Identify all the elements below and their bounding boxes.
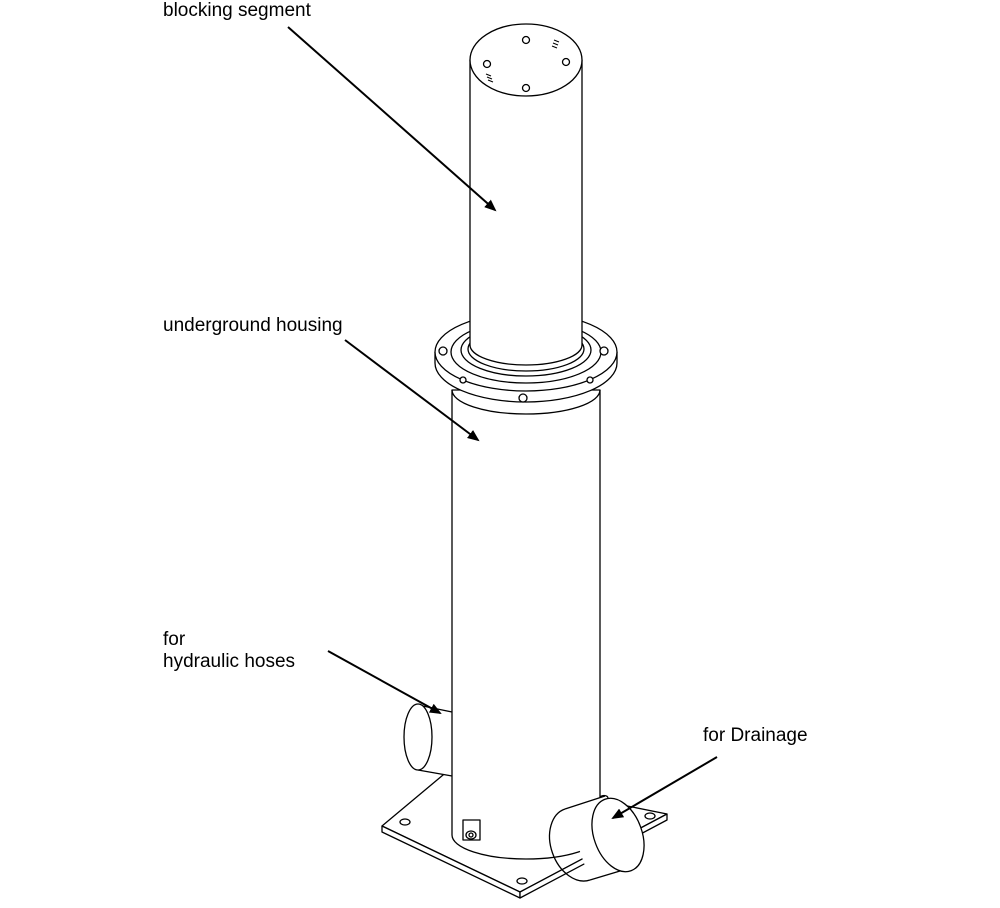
cap-screw [521,35,531,45]
label-underground-housing: underground housing [163,315,343,336]
label-hydraulic-line2: hydraulic hoses [163,651,296,672]
cap-screw [482,59,492,69]
base-bolt-hole [399,818,411,826]
cap-screw [561,57,571,67]
label-drainage: for Drainage [703,725,808,746]
arrow-drainage [611,756,718,820]
label-hydraulic-line1: for [163,629,186,650]
drainage-pipe [548,795,645,882]
leader-arrows [287,26,718,820]
hydraulic-hose-pipe [403,703,453,777]
base-bolt-hole [644,812,656,820]
flange-screw [518,393,528,403]
arrow-blocking-segment [287,26,497,212]
flange-screw [438,346,448,356]
flange-screw [586,376,594,384]
label-blocking-segment: blocking segment [163,0,311,21]
arrow-hydraulic-hoses [327,650,442,714]
base-bolt-hole [516,877,528,885]
cap-markings [485,39,560,83]
flange-screw [459,376,467,384]
underground-housing [451,389,601,860]
flange-screw [599,346,609,356]
cap-screw [521,83,531,93]
arrow-underground-housing [344,339,480,442]
blocking-segment [469,23,583,366]
